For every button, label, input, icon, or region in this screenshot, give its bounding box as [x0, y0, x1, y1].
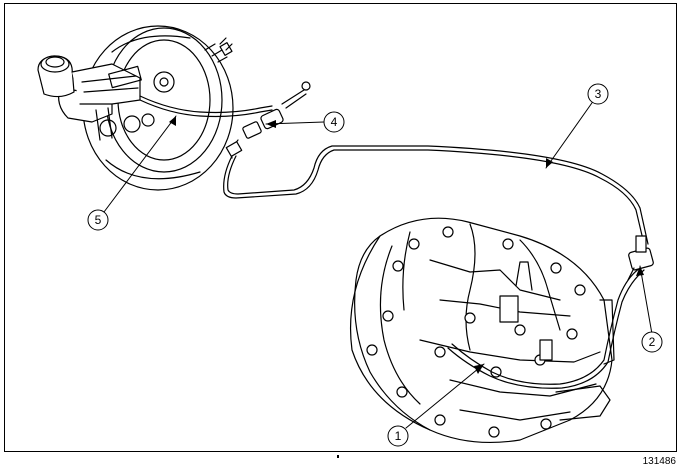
callout-3: 3: [587, 83, 609, 105]
callout-2-label: 2: [649, 335, 656, 349]
brake-servo: [82, 25, 234, 191]
supply-pipe: [139, 95, 273, 114]
callout-4-label: 4: [331, 115, 338, 129]
callout-5-label: 5: [95, 213, 102, 227]
clutch-pipe: [223, 149, 645, 245]
slave-pipe: [451, 267, 641, 385]
callout-3-label: 3: [595, 87, 602, 101]
bleed-connector: [627, 235, 654, 281]
pipe-connector: [225, 81, 311, 159]
callout-5: 5: [87, 209, 109, 231]
crop-mark: [337, 455, 339, 458]
callout-4: 4: [323, 111, 345, 133]
gearbox: [349, 217, 615, 444]
master-cylinder: [37, 55, 155, 141]
figure-reference-number: 131486: [642, 456, 676, 467]
callout-2: 2: [641, 331, 663, 353]
callout-1-label: 1: [395, 429, 402, 443]
leader-lines: [103, 99, 653, 429]
callout-1: 1: [387, 425, 409, 447]
